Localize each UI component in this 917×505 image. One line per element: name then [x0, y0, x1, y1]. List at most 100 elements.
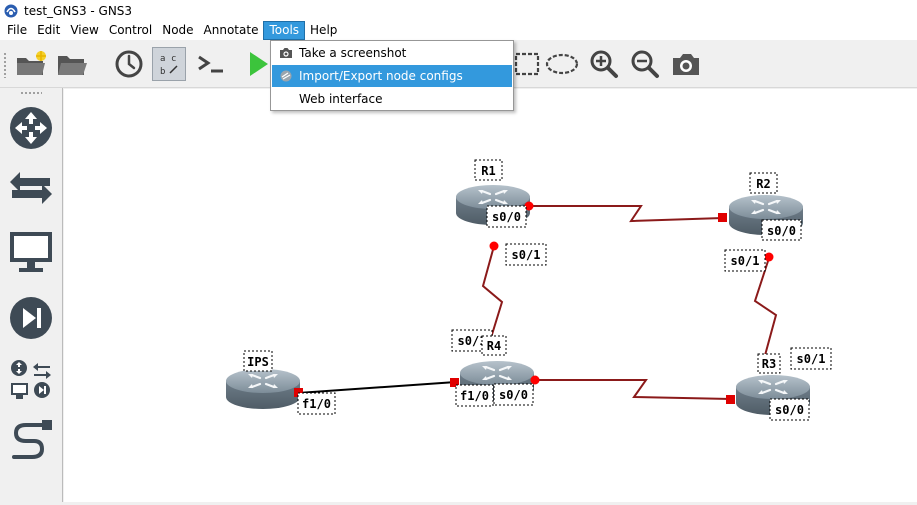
menu-node[interactable]: Node — [162, 23, 194, 37]
new-folder-icon — [17, 51, 46, 75]
menu-control[interactable]: Control — [108, 23, 153, 37]
device-sidebar — [0, 88, 63, 502]
iface-r2-s01-text: s0/1 — [731, 254, 760, 268]
draw-rectangle-button[interactable] — [506, 47, 540, 81]
end-devices-button[interactable] — [7, 228, 55, 276]
cable-icon — [12, 420, 52, 459]
link-r1-r2[interactable] — [529, 205, 724, 223]
node-label-r1-text: R1 — [481, 164, 495, 178]
window-title: test_GNS3 - GNS3 — [24, 3, 133, 18]
node-label-r2-text: R2 — [756, 177, 770, 191]
iface-r1-s00-text: s0/0 — [492, 210, 521, 224]
menu-file[interactable]: File — [7, 23, 28, 37]
iface-r3-s01-text: s0/1 — [797, 352, 826, 366]
terminal-icon — [198, 55, 223, 73]
switch-arrows-icon — [10, 172, 52, 204]
ellipse-icon — [545, 53, 579, 75]
show-interface-labels-button[interactable]: a c b — [152, 47, 186, 81]
add-link-button[interactable] — [7, 414, 55, 462]
open-folder-icon — [58, 56, 87, 75]
svg-text:c: c — [171, 54, 176, 64]
menu-tools[interactable]: Tools — [263, 21, 306, 40]
link-ips-r4[interactable] — [297, 381, 457, 394]
link-r2-r3[interactable] — [753, 257, 778, 360]
node-label-r3[interactable]: R3 — [757, 353, 781, 374]
node-label-ips[interactable]: IPS — [243, 350, 273, 372]
endpoint-r1-s01 — [489, 241, 499, 251]
zoom-out-icon — [631, 50, 659, 78]
endpoint-r2-s00 — [718, 213, 727, 222]
camera-icon — [673, 54, 699, 75]
blank-icon — [278, 91, 294, 107]
toolbar-grip[interactable] — [3, 52, 7, 78]
iface-r4-s01-text: s0/1 — [458, 334, 487, 348]
menu-item-import-export-configs[interactable]: Import/Export node configs — [272, 65, 512, 87]
node-label-r3-text: R3 — [762, 357, 776, 371]
menu-item-web-interface-label: Web interface — [299, 92, 383, 106]
sidebar-grip[interactable] — [20, 91, 42, 95]
iface-label-r2-s01[interactable]: s0/1 — [724, 249, 766, 272]
menu-help[interactable]: Help — [310, 23, 338, 37]
menu-edit[interactable]: Edit — [37, 23, 61, 37]
iface-r4-f10-text: f1/0 — [460, 389, 489, 403]
zoom-out-button[interactable] — [628, 47, 662, 81]
iface-r3-s00-text: s0/0 — [775, 403, 804, 417]
rectangle-icon — [514, 52, 540, 76]
wrench-icon — [278, 68, 294, 84]
console-all-button[interactable] — [194, 47, 228, 81]
all-devices-button[interactable] — [7, 356, 55, 404]
link-r1-r4[interactable] — [481, 245, 504, 342]
skip-icon — [10, 297, 52, 339]
link-r4-r3[interactable] — [535, 379, 732, 400]
router-node-ips[interactable] — [224, 367, 302, 411]
endpoint-r3-s00 — [726, 395, 735, 404]
play-icon — [250, 52, 268, 76]
menu-bar: File Edit View Control Node Annotate Too… — [0, 21, 917, 40]
iface-r2-s00-text: s0/0 — [767, 224, 796, 238]
interface-labels-icon: a c b — [156, 51, 182, 77]
zoom-in-icon — [590, 50, 618, 78]
svg-text:a: a — [160, 54, 165, 64]
gns3-logo-icon — [4, 4, 18, 17]
switches-button[interactable] — [7, 164, 55, 212]
title-bar: test_GNS3 - GNS3 — [0, 0, 917, 21]
routers-button[interactable] — [7, 104, 55, 152]
node-label-r2[interactable]: R2 — [749, 172, 778, 194]
clock-icon — [115, 50, 143, 78]
menu-item-web-interface[interactable]: Web interface — [272, 88, 512, 110]
draw-ellipse-button[interactable] — [545, 47, 579, 81]
endpoint-r1-s00 — [524, 201, 534, 211]
iface-label-r3-s01[interactable]: s0/1 — [790, 347, 832, 370]
iface-label-r4-s00[interactable]: s0/0 — [493, 383, 534, 406]
topology-drawing: R1 R2 IPS s0/0 s0/1 s0/0 s0/1 s0/ — [224, 159, 832, 421]
iface-label-r4-f10[interactable]: f1/0 — [455, 384, 494, 407]
node-label-r4[interactable]: R4 — [481, 335, 507, 356]
iface-r4-s00-text: s0/0 — [499, 388, 528, 402]
zoom-in-button[interactable] — [587, 47, 621, 81]
router-icon — [10, 107, 52, 149]
topology-canvas[interactable]: R1 R2 IPS s0/0 s0/1 s0/0 s0/1 s0/ — [64, 89, 917, 502]
tools-dropdown-menu: Take a screenshot Import/Export node con… — [270, 40, 514, 111]
monitor-icon — [10, 232, 52, 272]
security-devices-button[interactable] — [7, 294, 55, 342]
new-project-button[interactable] — [14, 47, 48, 81]
snapshot-button[interactable] — [112, 47, 146, 81]
iface-label-r1-s00[interactable]: s0/0 — [486, 205, 527, 228]
screenshot-button[interactable] — [669, 47, 703, 81]
endpoint-r4-s00 — [530, 375, 540, 385]
iface-label-r2-s00[interactable]: s0/0 — [761, 219, 802, 241]
menu-annotate[interactable]: Annotate — [203, 23, 259, 37]
iface-label-ips-f10[interactable]: f1/0 — [297, 392, 336, 415]
iface-ips-f10-text: f1/0 — [302, 397, 331, 411]
menu-item-take-screenshot-label: Take a screenshot — [299, 46, 407, 60]
iface-label-r1-s01[interactable]: s0/1 — [505, 243, 547, 266]
open-project-button[interactable] — [55, 47, 89, 81]
menu-view[interactable]: View — [70, 23, 99, 37]
menu-item-import-export-configs-label: Import/Export node configs — [299, 69, 463, 83]
menu-item-take-screenshot[interactable]: Take a screenshot — [272, 42, 512, 64]
node-label-r1[interactable]: R1 — [474, 159, 503, 181]
iface-r1-s01-text: s0/1 — [512, 248, 541, 262]
iface-label-r3-s00[interactable]: s0/0 — [769, 398, 810, 421]
start-all-button[interactable] — [240, 47, 274, 81]
all-devices-icon — [11, 360, 51, 399]
